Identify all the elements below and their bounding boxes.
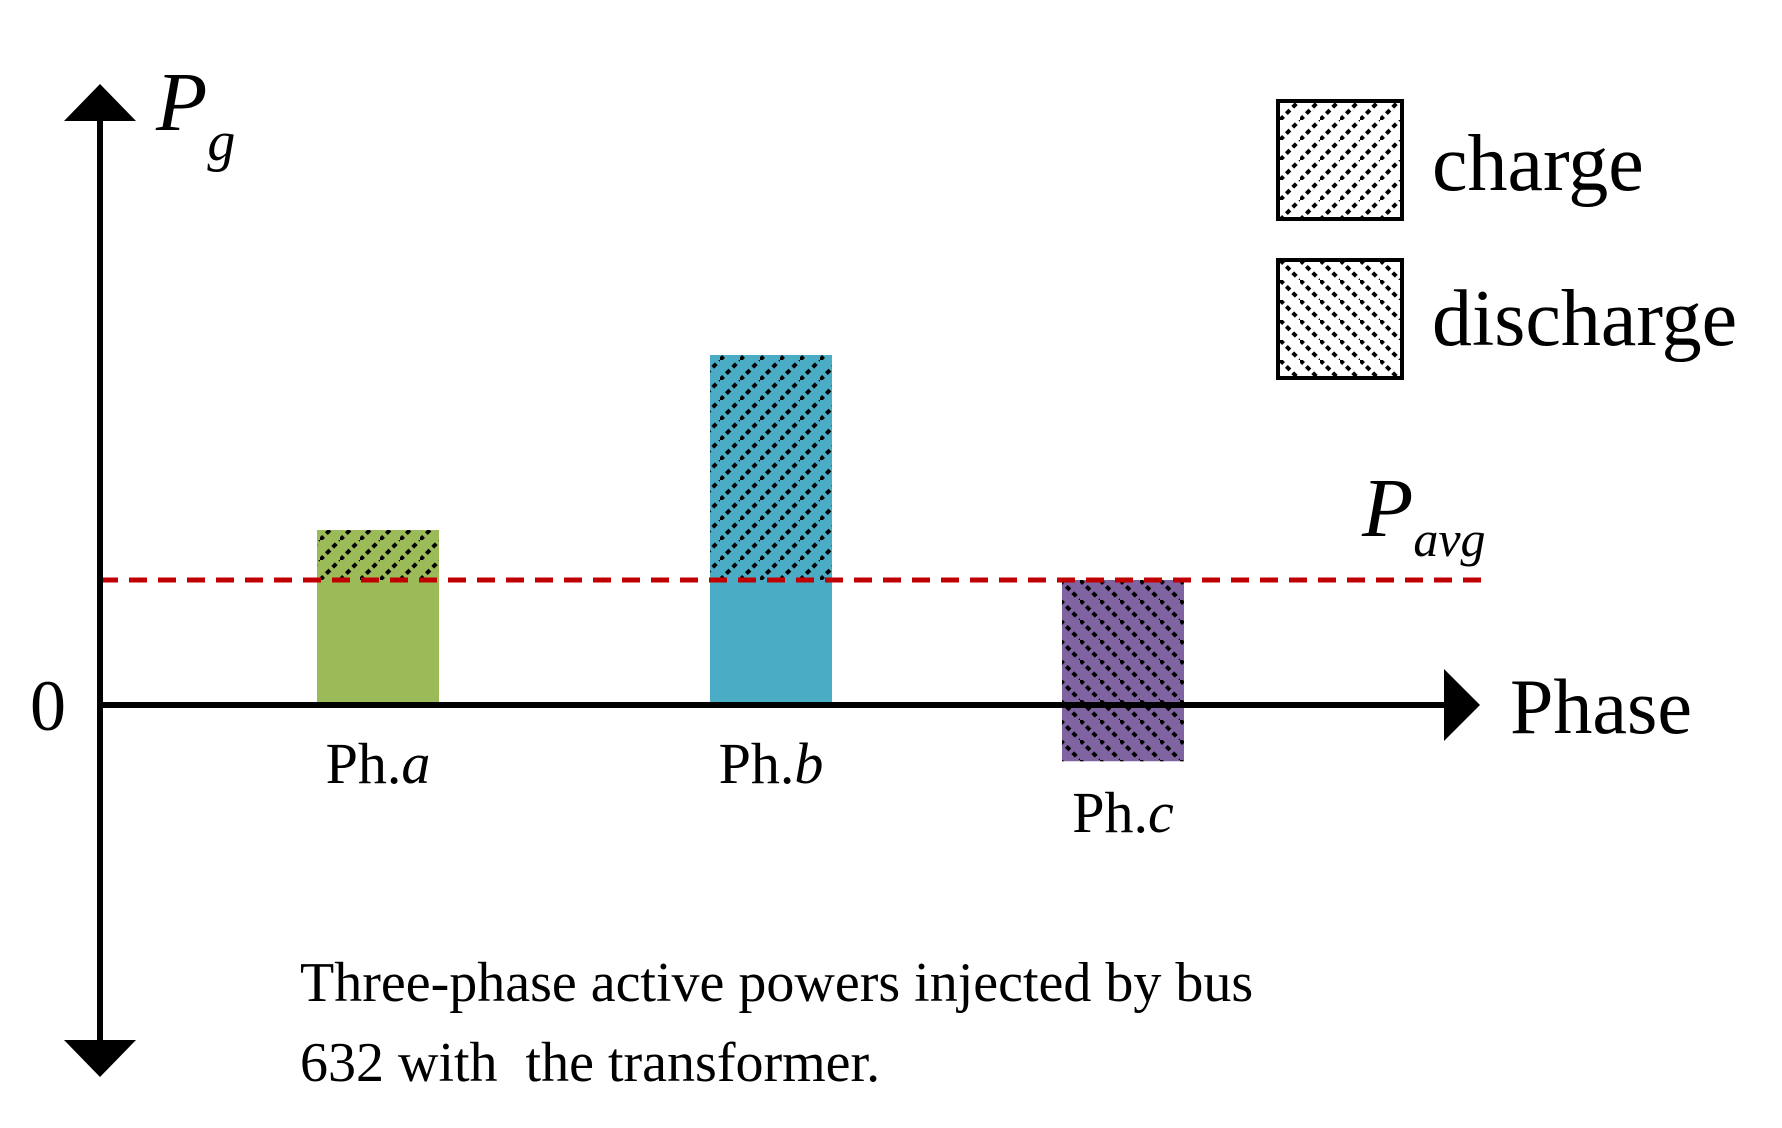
x-axis-label: Phase xyxy=(1510,663,1692,750)
bar-group-2 xyxy=(710,355,832,705)
category-label-3: Ph.c xyxy=(1072,780,1174,845)
reference-line-label: Pavg xyxy=(1361,462,1486,567)
category-label-var: a xyxy=(401,731,430,796)
bar-group-1 xyxy=(317,530,439,705)
legend-swatch-discharge xyxy=(1276,258,1404,380)
category-label-1: Ph.a xyxy=(326,731,431,796)
category-label-2: Ph.b xyxy=(719,731,824,796)
category-label-var: c xyxy=(1148,780,1174,845)
bar-charge-hatch xyxy=(710,355,832,580)
y-zero-tick-label: 0 xyxy=(30,666,66,746)
category-label-prefix: Ph. xyxy=(1072,780,1148,845)
bar-group-3 xyxy=(1062,580,1184,762)
figure-caption: Three-phase active powers injected by bu… xyxy=(300,943,1500,1103)
y-axis-label: Pg xyxy=(155,56,235,173)
caption-line-2: 632 with the transformer. xyxy=(300,1032,881,1094)
x-axis-arrow xyxy=(1444,669,1480,741)
bars-layer xyxy=(317,355,1184,762)
legend: charge discharge xyxy=(1276,99,1737,380)
legend-label-charge: charge xyxy=(1432,120,1644,208)
bar-discharge-hatch xyxy=(1062,580,1184,762)
legend-label-discharge: discharge xyxy=(1432,275,1737,363)
category-label-prefix: Ph. xyxy=(719,731,795,796)
legend-swatch-charge xyxy=(1276,99,1404,221)
y-axis-arrow-down xyxy=(64,1040,136,1077)
bar-charge-hatch xyxy=(317,530,439,580)
caption-line-1: Three-phase active powers injected by bu… xyxy=(300,952,1254,1014)
y-axis-arrow-up xyxy=(64,84,136,121)
bar-base xyxy=(710,580,832,705)
bar-base xyxy=(317,580,439,705)
category-label-prefix: Ph. xyxy=(326,731,402,796)
category-label-var: b xyxy=(794,731,823,796)
